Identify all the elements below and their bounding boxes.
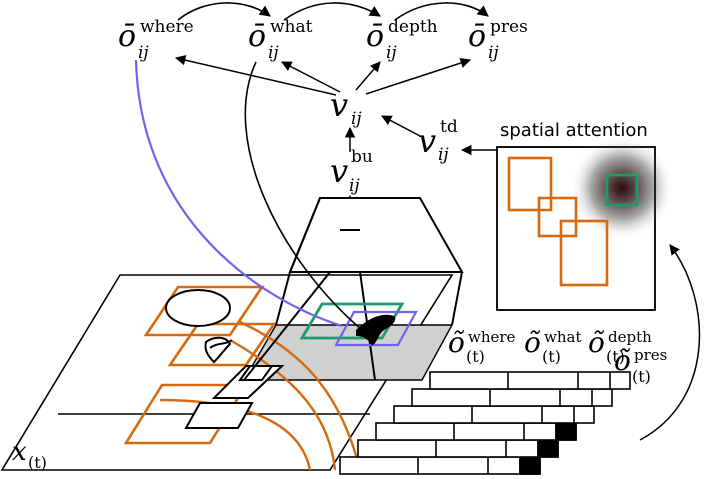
latent-row [339, 456, 541, 475]
node-o-what: ō what ij [248, 17, 313, 63]
svg-text:pres: pres [634, 346, 667, 364]
svg-text:(t): (t) [466, 347, 485, 366]
svg-text:ō: ō [248, 19, 266, 54]
svg-text:where: where [468, 328, 516, 346]
node-o-pres: ō pres ij [468, 17, 528, 63]
svg-text:ij: ij [351, 109, 362, 129]
svg-text:v: v [330, 152, 348, 190]
node-o-where: ō where ij [118, 17, 194, 63]
blue-where-curve [134, 59, 343, 328]
svg-text:ij: ij [268, 43, 279, 63]
latent-pres: õ pres (t) [614, 344, 667, 386]
v-to-o-arrows [174, 55, 500, 228]
latent-row [357, 439, 559, 458]
svg-text:ō: ō [366, 19, 384, 54]
svg-text:td: td [440, 117, 458, 137]
svg-text:õ: õ [614, 344, 631, 377]
svg-text:bu: bu [351, 147, 373, 167]
svg-text:ō: ō [468, 19, 486, 54]
glimpse-object [356, 314, 396, 346]
svg-text:ij: ij [386, 43, 397, 63]
svg-text:where: where [140, 17, 194, 37]
svg-text:(t): (t) [542, 347, 561, 366]
svg-text:ij: ij [438, 145, 449, 165]
blue-glimpse-box [334, 310, 418, 347]
svg-text:(t): (t) [606, 347, 625, 366]
svg-text:ij: ij [138, 43, 149, 63]
svg-text:what: what [544, 328, 581, 346]
svg-text:depth: depth [608, 328, 652, 346]
svg-text:(t): (t) [632, 367, 651, 386]
svg-text:x: x [12, 437, 27, 467]
image-shapes [165, 289, 285, 429]
svg-text:v: v [330, 86, 348, 124]
svg-text:ij: ij [488, 43, 499, 63]
svg-text:õ: õ [588, 326, 605, 359]
latent-to-attention-arrow [639, 244, 701, 441]
glimpse-pyramid [243, 197, 464, 381]
orange-arcs [159, 320, 362, 471]
svg-text:what: what [270, 17, 313, 37]
latent-where: õ where (t) [448, 326, 516, 366]
node-arcs [177, 2, 489, 21]
svg-text:depth: depth [388, 17, 438, 37]
spatial-attention-panel: spatial attention [496, 120, 674, 311]
svg-text:õ: õ [524, 326, 541, 359]
svg-text:ō: ō [118, 19, 136, 54]
node-o-depth: ō depth ij [366, 17, 438, 63]
image-plane [0, 274, 454, 471]
latent-depth: õ depth (t) [588, 326, 652, 366]
latent-stack [339, 371, 631, 475]
node-v-bu: v bu ij [330, 147, 373, 196]
svg-text:õ: õ [448, 326, 465, 359]
latent-what: õ what (t) [524, 326, 581, 366]
latent-row [411, 388, 613, 407]
spatial-attention-title: spatial attention [500, 120, 648, 141]
latent-row [429, 371, 631, 390]
latent-row [375, 422, 577, 441]
svg-text:pres: pres [490, 17, 528, 37]
node-v-td: v td ij [418, 117, 458, 165]
what-curve [244, 61, 363, 331]
svg-text:v: v [418, 122, 436, 160]
latent-labels: õ where (t) õ what (t) õ depth (t) õ pre… [448, 326, 667, 386]
svg-text:(t): (t) [28, 453, 47, 472]
node-v: v ij [330, 86, 362, 129]
svg-text:ij: ij [349, 176, 360, 196]
latent-row [393, 405, 595, 424]
image-label: x (t) [12, 437, 47, 472]
